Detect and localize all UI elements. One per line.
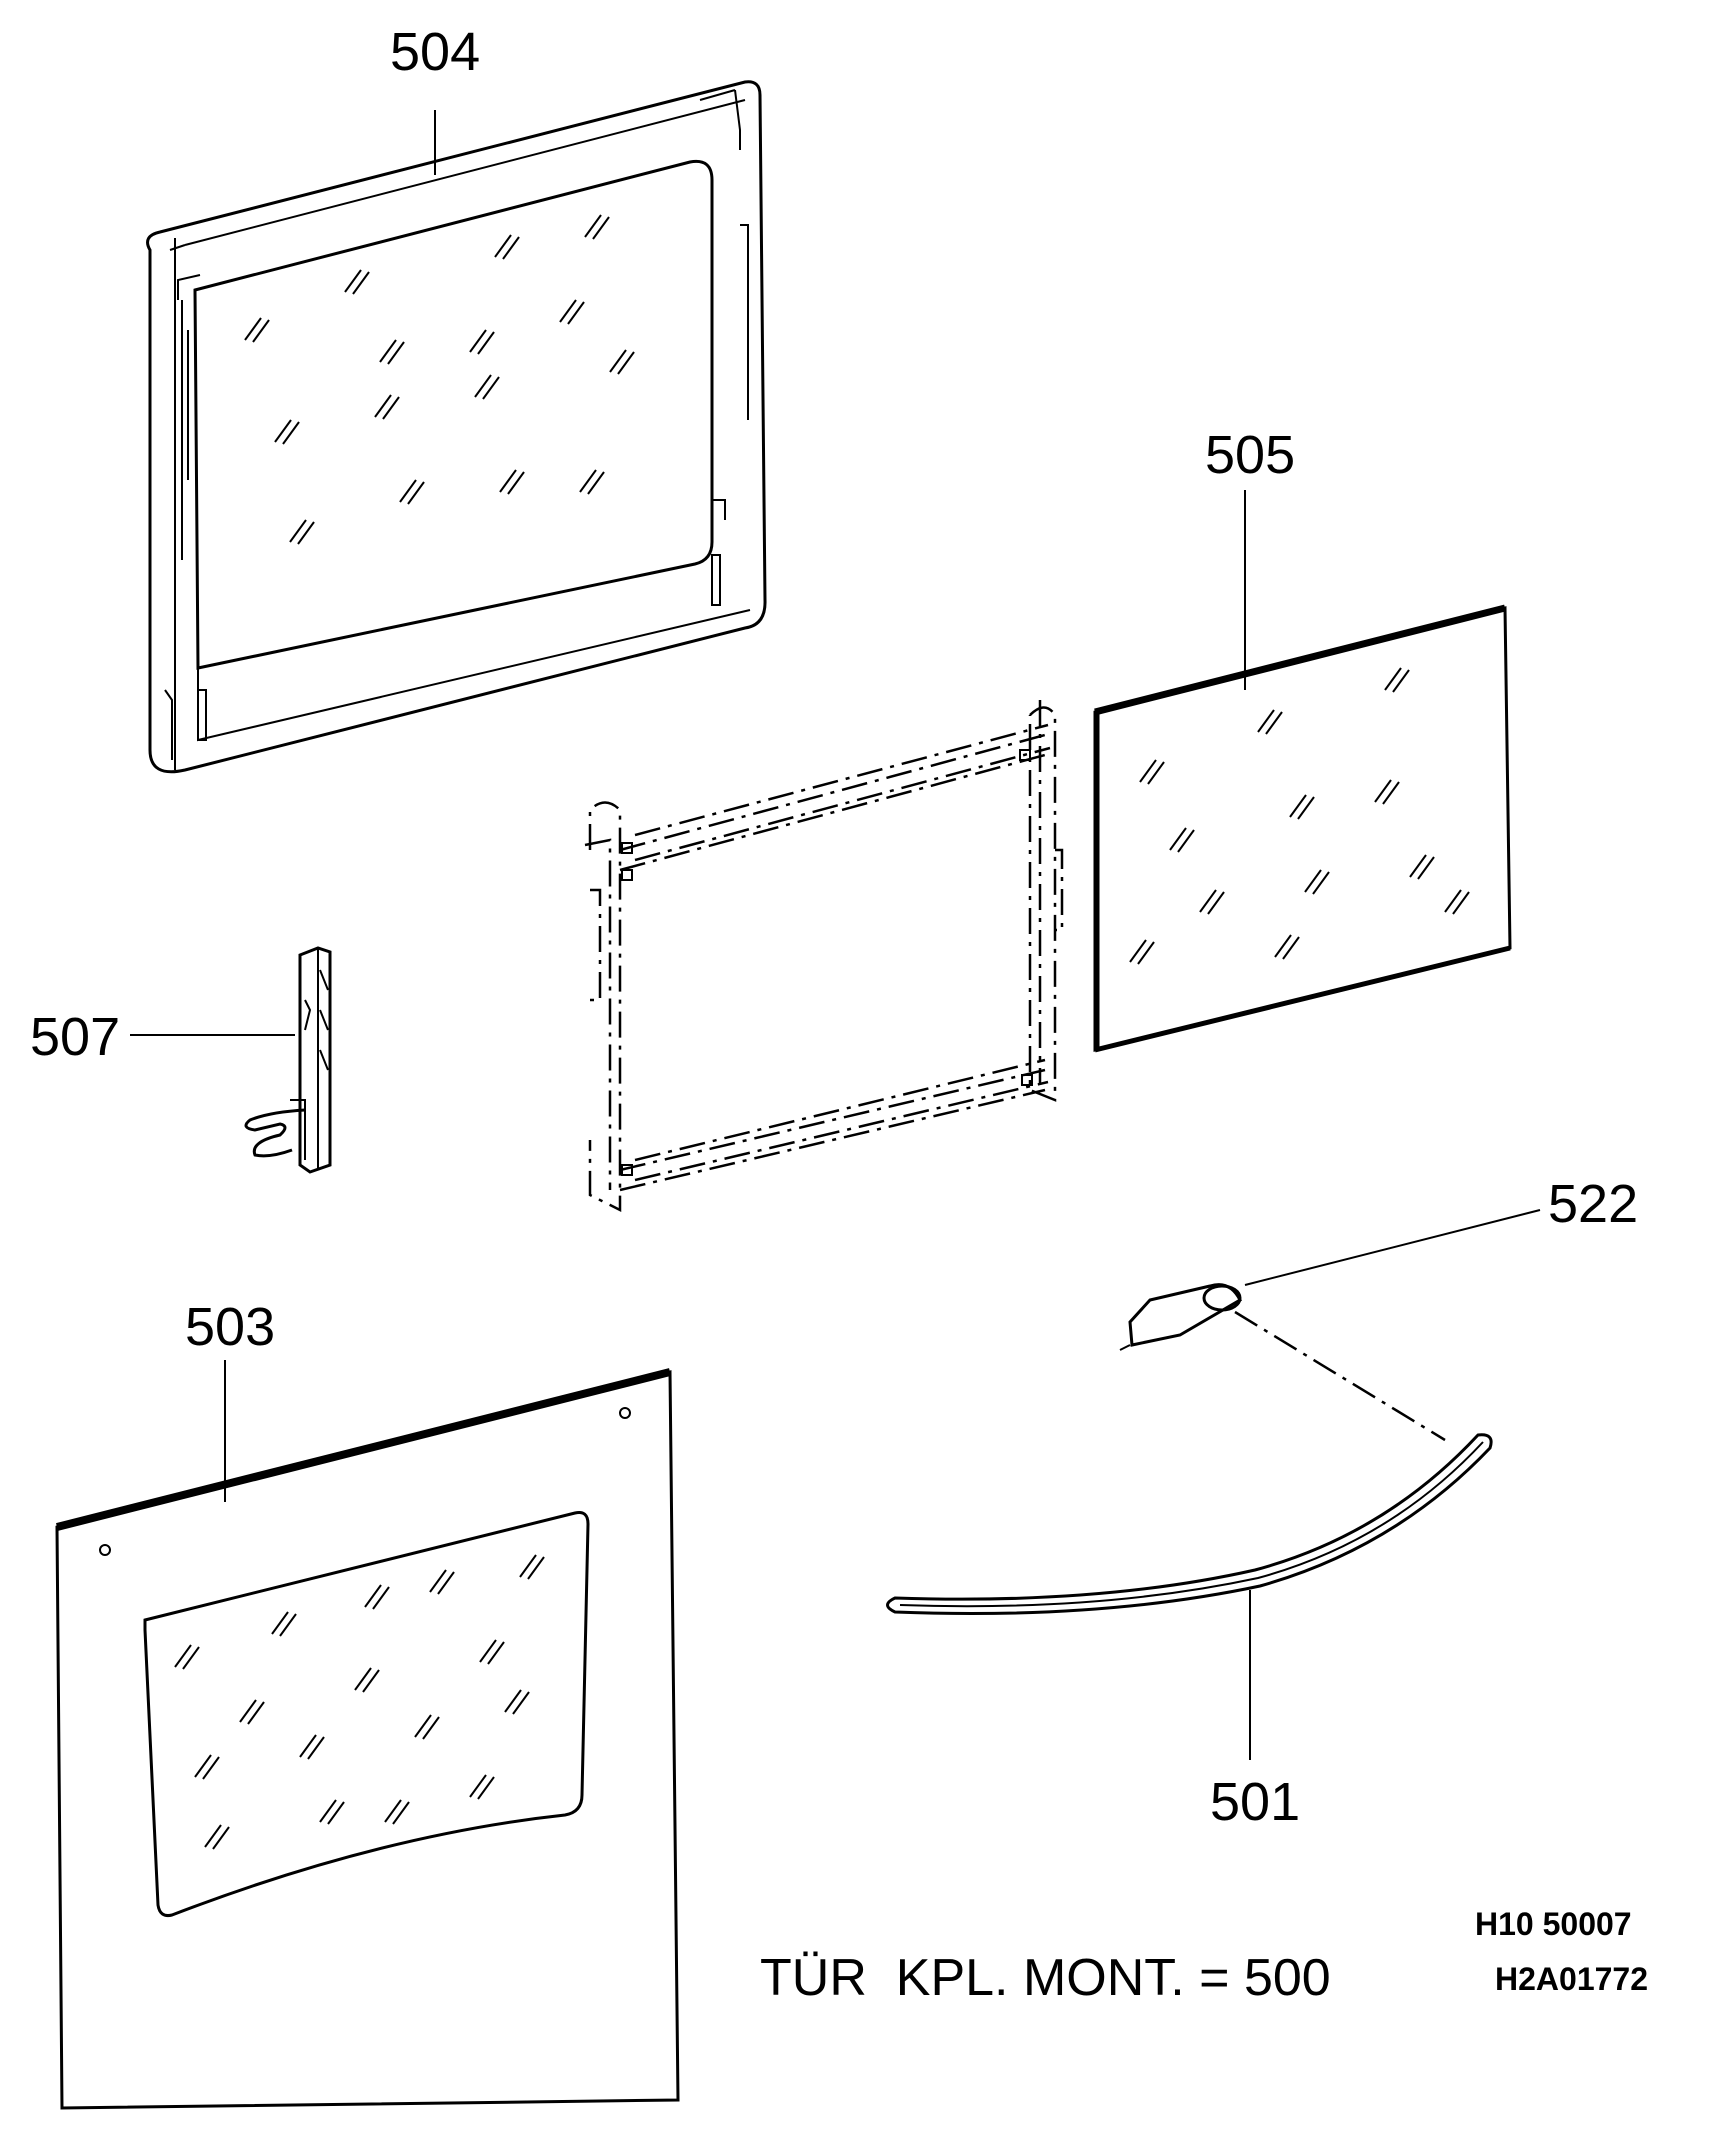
- part-522-end-cap: 522: [1119, 1174, 1638, 1442]
- label-504: 504: [390, 22, 480, 82]
- label-507: 507: [30, 1007, 120, 1067]
- part-507-hinge: 507: [30, 946, 332, 1174]
- drawing-code-1: H10 50007: [1475, 1906, 1632, 1942]
- glass-reflections-505: [1129, 667, 1470, 965]
- part-504-inner-frame: 504: [146, 22, 767, 774]
- part-503-outer-panel: 503: [55, 1297, 680, 2110]
- part-505-glass-pane: 505: [1093, 425, 1512, 1053]
- drawing-code-2: H2A01772: [1495, 1961, 1648, 1997]
- glass-reflections-504: [244, 214, 635, 545]
- label-522: 522: [1548, 1174, 1638, 1234]
- label-505: 505: [1205, 425, 1295, 485]
- label-501: 501: [1210, 1772, 1300, 1832]
- label-503: 503: [185, 1297, 275, 1357]
- assembly-note: TÜR KPL. MONT. = 500: [760, 1949, 1331, 2007]
- part-501-handle: 501: [886, 1433, 1493, 1832]
- leader-522: [1244, 1209, 1541, 1286]
- door-frame-rails: [584, 700, 1064, 1213]
